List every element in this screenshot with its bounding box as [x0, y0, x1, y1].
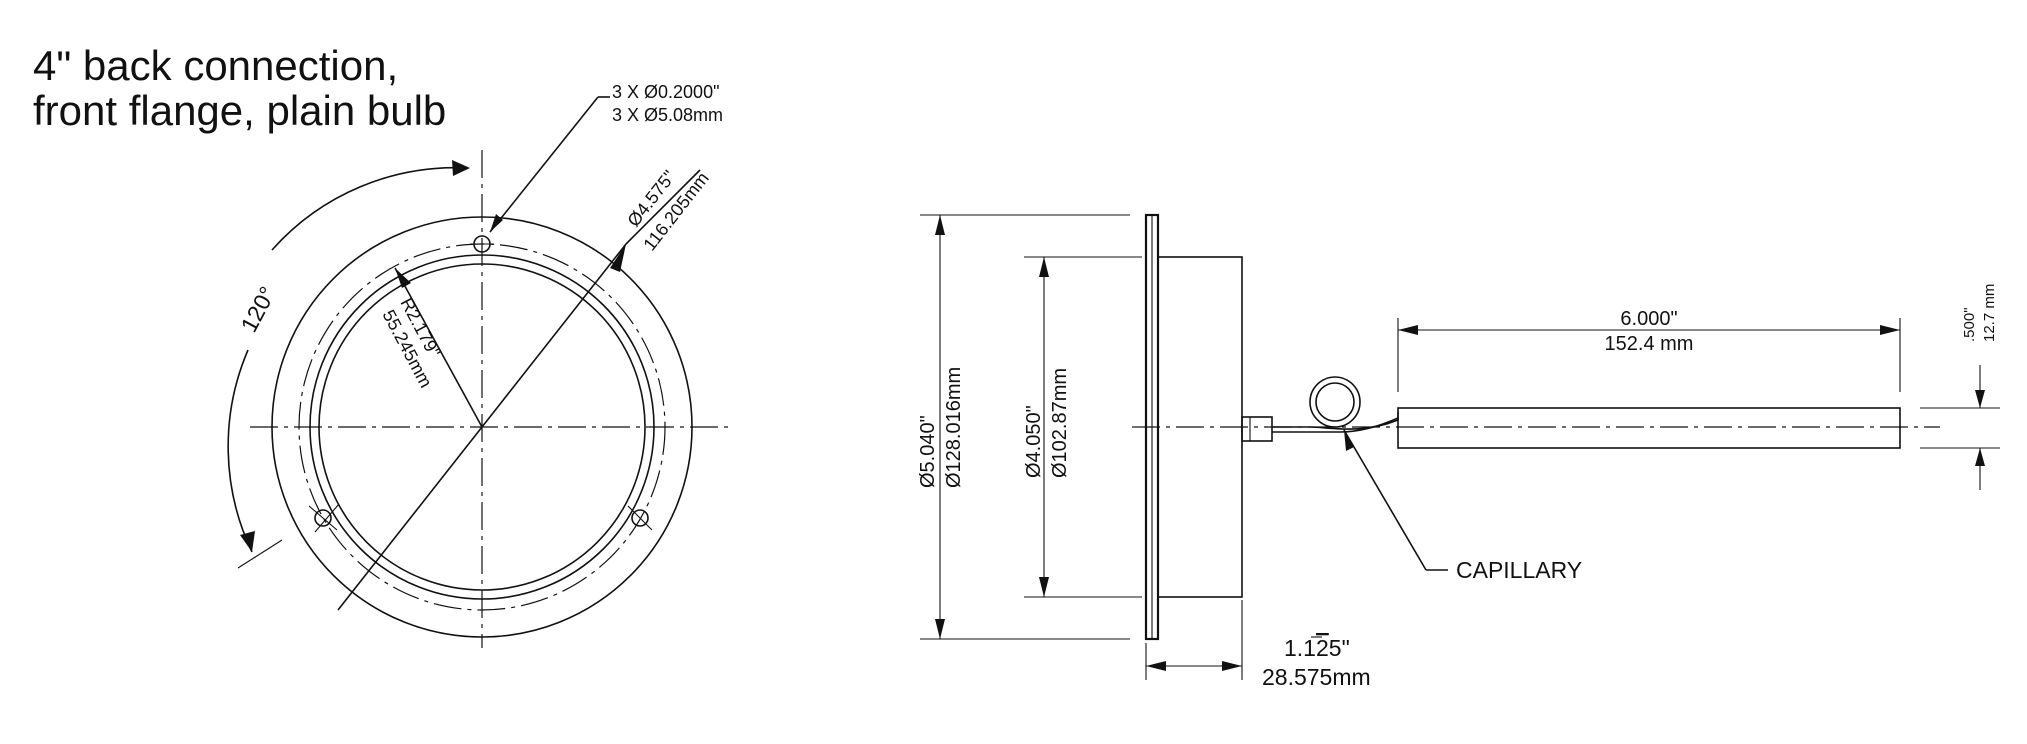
back-connection-fitting — [1241, 416, 1273, 442]
angle-arrow-top — [452, 160, 470, 176]
holes-dim-in: 3 X Ø0.2000" — [612, 82, 719, 102]
holes-leader-arrow — [490, 214, 503, 232]
capillary-leader-arrow — [1344, 430, 1354, 451]
angle-label: 120° — [235, 282, 280, 336]
bulb-length-in: 6.000" — [1620, 308, 1677, 330]
radius-leader — [394, 267, 483, 428]
depth-in: 1.125" — [1284, 635, 1350, 661]
angle-arrow-bottom — [240, 531, 255, 552]
front-view: 3 X Ø0.2000" 3 X Ø5.08mm Ø4.575" 116.205… — [227, 82, 730, 648]
capillary-coil-outer — [1309, 376, 1361, 428]
bulb-length-mm: 152.4 mm — [1605, 333, 1694, 355]
capillary-tube-bottom — [1272, 417, 1399, 433]
side-view: CAPILLARY Ø5.040" Ø128.016mm Ø4.050" Ø10… — [917, 213, 2000, 690]
capillary-label: CAPILLARY — [1456, 557, 1582, 583]
flange-diameter-arrow — [610, 244, 626, 272]
holes-dim-mm: 3 X Ø5.08mm — [612, 105, 723, 125]
case-dia-mm: Ø102.87mm — [1049, 368, 1071, 478]
bolt-hole-left — [308, 503, 340, 533]
capillary-tube-top — [1272, 412, 1399, 430]
case-dia-in: Ø4.050" — [1023, 405, 1045, 478]
bolt-hole-top — [470, 235, 494, 253]
overall-dia-mm: Ø128.016mm — [943, 367, 965, 488]
capillary-coil-inner — [1315, 382, 1355, 422]
overall-dia-in: Ø5.040" — [917, 415, 939, 488]
title-line-2: front flange, plain bulb — [33, 87, 446, 134]
radius-arrow — [395, 268, 411, 288]
angle-extension-line — [237, 539, 283, 569]
flange-diameter-leader — [625, 169, 701, 245]
angle-arc-lower — [227, 349, 253, 553]
angle-arc-upper — [271, 166, 469, 251]
title-line-1: 4" back connection, — [33, 42, 398, 89]
bulb-dia-mm: 12.7 mm — [1981, 284, 1998, 342]
bolt-hole-right — [627, 505, 653, 531]
holes-leader — [489, 96, 599, 233]
bulb-dia-in: .500" — [1961, 307, 1978, 342]
capillary-leader — [1343, 429, 1427, 571]
depth-mm: 28.575mm — [1262, 664, 1371, 690]
bulb — [1397, 407, 1901, 449]
